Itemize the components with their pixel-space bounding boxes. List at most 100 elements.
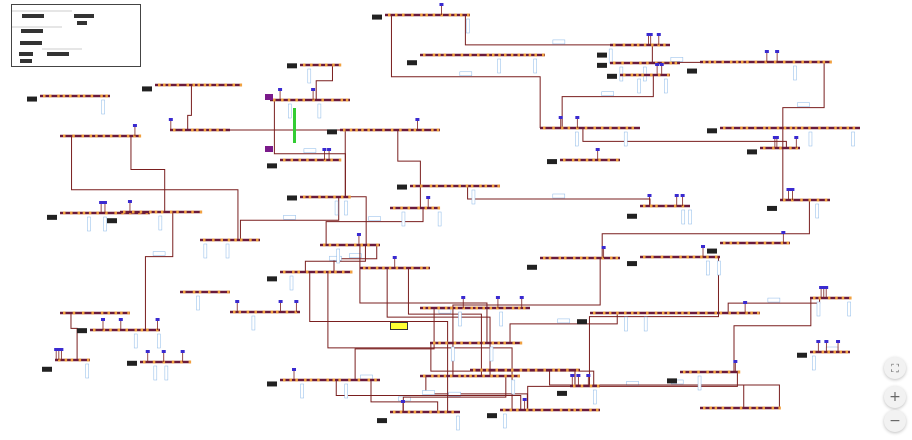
generator-icon [648, 33, 653, 36]
line-flow-annotation [152, 251, 166, 256]
breaker [123, 210, 126, 214]
breaker [171, 360, 175, 364]
breaker [407, 410, 411, 414]
breaker [573, 408, 576, 412]
transmission-line [333, 245, 378, 272]
generator-icon [327, 148, 332, 151]
measurement-annotation [153, 365, 158, 381]
measurement-annotation [289, 275, 294, 291]
breaker [470, 184, 474, 188]
breaker [643, 255, 646, 259]
measurement-annotation [85, 363, 89, 379]
transmission-line [727, 298, 821, 313]
fit-view-button[interactable]: ⛶ [884, 357, 906, 379]
breaker [234, 238, 237, 242]
generator-icon [56, 348, 61, 351]
breaker [43, 94, 46, 98]
generator-icon [278, 88, 283, 91]
breaker [519, 341, 523, 345]
generator-icon [701, 245, 706, 248]
breaker [133, 134, 136, 138]
breaker [598, 158, 601, 162]
breaker [578, 158, 581, 162]
measurement-annotation [225, 243, 230, 259]
breaker [504, 368, 508, 372]
bus-label-box [127, 360, 137, 366]
breaker [303, 195, 306, 199]
legend-entry [77, 21, 87, 25]
measurement-annotation [717, 260, 721, 276]
breaker [542, 53, 545, 57]
breaker [589, 408, 592, 412]
breaker [338, 378, 341, 382]
breaker [808, 126, 811, 130]
breaker [504, 374, 507, 378]
generator-icon [161, 350, 166, 353]
breaker [227, 238, 231, 242]
breaker [486, 53, 490, 57]
generator-icon [415, 118, 420, 121]
transmission-line [390, 15, 541, 128]
breaker [146, 328, 149, 332]
breaker [651, 43, 654, 47]
generator-icon [772, 136, 777, 139]
breaker [345, 98, 349, 102]
breaker [683, 370, 686, 374]
breaker [173, 128, 176, 132]
breaker [333, 195, 336, 199]
line-flow-annotation [552, 193, 566, 199]
generator-icon [659, 63, 664, 66]
breaker [719, 370, 722, 374]
generator-icon [102, 201, 107, 204]
breaker [495, 368, 499, 372]
breaker [182, 128, 185, 132]
breaker [714, 311, 717, 315]
breaker [312, 98, 315, 102]
breaker [552, 126, 555, 130]
breaker [584, 126, 588, 130]
generator-icon [180, 350, 185, 353]
breaker [334, 270, 337, 274]
breaker [839, 126, 842, 130]
breaker [700, 255, 703, 259]
breaker [399, 410, 403, 414]
breaker [573, 256, 576, 260]
breaker [262, 310, 266, 314]
measurement-annotation [697, 375, 702, 391]
measurement-annotation [307, 68, 312, 84]
measurement-annotation [471, 189, 476, 205]
generator-icon [54, 348, 59, 351]
breaker [100, 311, 104, 315]
transmission-line [549, 370, 745, 408]
measurement-annotation [847, 301, 851, 317]
bus-label-box [557, 390, 567, 396]
breaker [818, 126, 821, 130]
breaker [138, 134, 142, 138]
breaker [824, 198, 828, 202]
measurement-annotation [344, 383, 348, 399]
measurement-annotation [503, 413, 507, 429]
breaker [283, 378, 286, 382]
measurement-annotation [456, 415, 460, 431]
breaker [703, 406, 706, 410]
breaker [450, 374, 453, 378]
breaker [196, 128, 199, 132]
breaker [460, 341, 463, 345]
bus-label-box [577, 319, 587, 325]
measurement-annotation [706, 260, 710, 276]
zoom-out-button[interactable]: − [884, 410, 906, 432]
breaker [484, 184, 488, 188]
zoom-in-button[interactable]: + [884, 386, 906, 408]
breaker [393, 410, 396, 414]
transmission-line [782, 62, 825, 200]
breaker [326, 378, 329, 382]
generator-icon [99, 201, 104, 204]
breaker [816, 198, 820, 202]
breaker [140, 328, 144, 332]
breaker [540, 408, 544, 412]
breaker [740, 126, 743, 130]
breaker [70, 358, 74, 362]
line-flow-annotation [368, 216, 381, 221]
breaker [437, 306, 440, 310]
